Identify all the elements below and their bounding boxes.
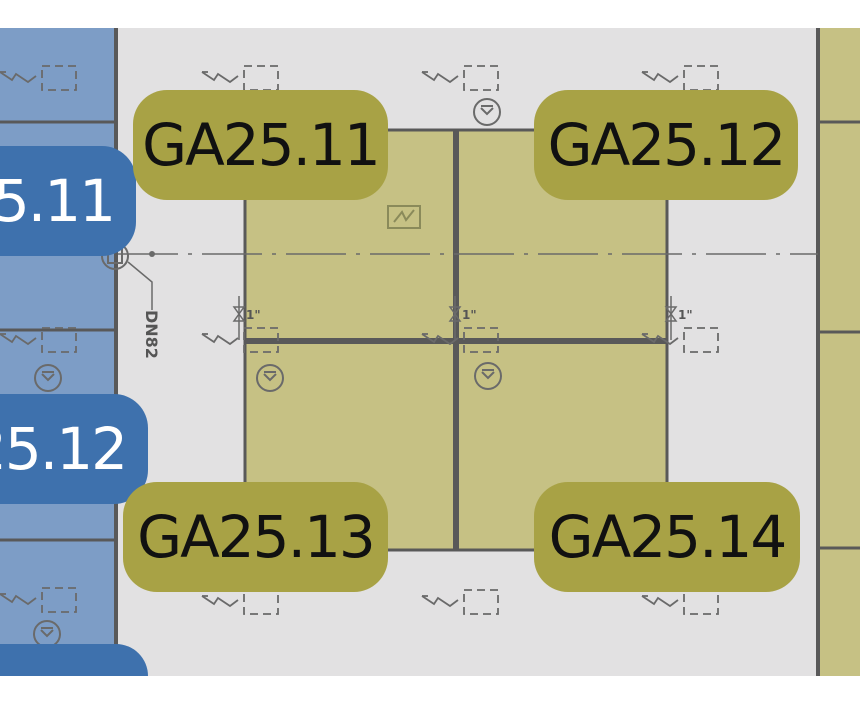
valve-icon: 1" xyxy=(232,296,261,340)
fitting-mark-label: 1" xyxy=(246,308,261,322)
outlet-icon xyxy=(201,65,279,91)
neighbor-room-label-2511[interactable]: 25.11 xyxy=(0,146,136,256)
room-label-ga2514[interactable]: GA25.14 xyxy=(534,482,800,592)
outlet-icon xyxy=(641,65,719,91)
bottom-margin xyxy=(0,676,860,704)
valve-icon: 1" xyxy=(664,296,693,340)
k-icon xyxy=(473,98,501,126)
outlet-icon xyxy=(421,65,499,91)
outlet-icon xyxy=(641,327,719,353)
neighbor-room-label-next xyxy=(0,644,148,676)
outlet-icon xyxy=(0,327,77,353)
room-label-ga2512[interactable]: GA25.12 xyxy=(534,90,798,200)
room-label-ga2511[interactable]: GA25.11 xyxy=(133,90,388,200)
neighbor-room-label-2512[interactable]: 25.12 xyxy=(0,394,148,504)
fitting-mark-label: 1" xyxy=(678,308,693,322)
axis-node xyxy=(149,251,155,257)
right-neighbor-rooms xyxy=(816,28,860,676)
electrical-box-symbol xyxy=(387,205,421,229)
outlet-icon xyxy=(421,327,499,353)
top-margin xyxy=(0,0,860,28)
valve-icon: 1" xyxy=(448,296,477,340)
valve-symbols: 1" 1" 1" xyxy=(232,296,693,340)
k-icon xyxy=(256,364,284,392)
outlet-icon xyxy=(0,587,77,613)
k-icon xyxy=(34,364,62,392)
room-label-ga2513[interactable]: GA25.13 xyxy=(123,482,388,592)
outlet-symbols xyxy=(0,65,719,615)
k-icon xyxy=(474,362,502,390)
riser-code-label: DN82 xyxy=(142,310,161,359)
outlet-icon xyxy=(421,589,499,615)
left-neighbor-rooms xyxy=(0,28,118,676)
outlet-icon xyxy=(201,327,279,353)
outlet-icon xyxy=(0,65,77,91)
fitting-mark-label: 1" xyxy=(462,308,477,322)
